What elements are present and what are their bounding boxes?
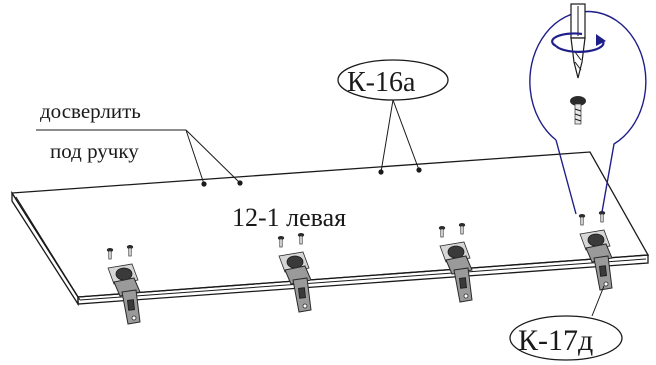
leader-line [392, 99, 420, 171]
screwdriver-callout [529, 3, 647, 215]
hinge [106, 244, 141, 325]
drill-note: досверлить под ручку [36, 99, 241, 185]
hinge [438, 222, 473, 303]
handle-code-text: К-16а [347, 67, 416, 98]
rotation-arrow-icon [551, 32, 606, 53]
panel-label: 12-1 левая [232, 203, 346, 232]
hinge-code-ellipse [509, 315, 623, 361]
screw-icon [570, 96, 586, 125]
hinge [578, 210, 613, 291]
leader-line [185, 129, 205, 185]
leader-line [591, 285, 605, 317]
drill-note-line2: под ручку [50, 139, 139, 163]
hinge [277, 232, 312, 313]
drill-note-line1: досверлить [40, 99, 141, 123]
callout-outline [529, 10, 647, 215]
hinge-code-text: К-17д [518, 324, 593, 357]
handle-code-callout: К-16а [337, 59, 449, 173]
hinges [106, 210, 613, 325]
leader-line [185, 129, 241, 184]
screwdriver-icon [570, 3, 586, 79]
leader-line [380, 99, 394, 173]
hinge-code-callout: К-17д [509, 285, 623, 361]
